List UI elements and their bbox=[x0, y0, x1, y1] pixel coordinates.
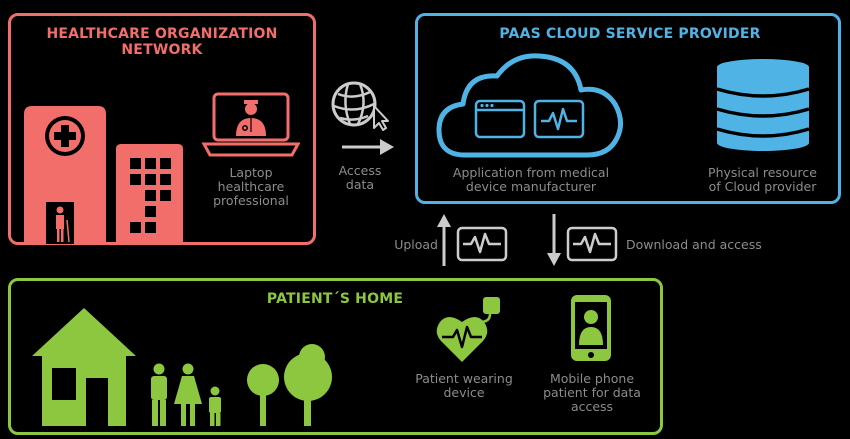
globe-cursor-icon bbox=[331, 81, 389, 131]
phone-label-line1: Mobile phone bbox=[549, 371, 635, 386]
resource-label-line1: Physical resource bbox=[708, 165, 817, 180]
upload-arrow bbox=[437, 214, 451, 266]
tree-icon bbox=[284, 344, 332, 426]
device-label-line1: Patient wearing bbox=[415, 371, 513, 386]
healthcare-title-line1: HEALTHCARE ORGANIZATION bbox=[46, 26, 278, 42]
ecg-window-icon bbox=[533, 99, 585, 139]
access-label-line2: data bbox=[345, 177, 375, 192]
laptop-label: Laptop healthcare professional bbox=[195, 166, 307, 208]
resource-label: Physical resource of Cloud provider bbox=[690, 166, 835, 194]
cloud-provider-panel bbox=[415, 13, 841, 204]
phone-label: Mobile phone patient for data access bbox=[532, 372, 652, 414]
laptop-label-line3: professional bbox=[213, 193, 289, 208]
app-label-line2: device manufacturer bbox=[465, 179, 597, 194]
phone-label-line2: patient for data bbox=[543, 385, 641, 400]
patient-home-panel bbox=[8, 278, 663, 435]
heart-device-icon bbox=[436, 297, 500, 362]
family-icon bbox=[151, 363, 221, 426]
phone-label-line3: access bbox=[570, 399, 614, 414]
access-label-line1: Access bbox=[338, 163, 382, 178]
laptop-doctor-icon bbox=[201, 92, 301, 157]
download-label: Download and access bbox=[626, 237, 762, 252]
access-arrow bbox=[342, 139, 394, 155]
healthcare-title-line2: NETWORK bbox=[121, 42, 203, 58]
laptop-label-line1: Laptop bbox=[229, 165, 273, 180]
tree-icon bbox=[247, 364, 279, 426]
ecg-signal-icon bbox=[566, 226, 618, 262]
device-label: Patient wearing device bbox=[404, 372, 524, 400]
mobile-phone-icon bbox=[571, 295, 611, 361]
ecg-signal-icon bbox=[456, 226, 508, 262]
hospital-icon bbox=[24, 106, 183, 244]
upload-label: Upload bbox=[394, 237, 438, 252]
cloud-title: PAAS CLOUD SERVICE PROVIDER bbox=[499, 26, 761, 42]
cloud-icon bbox=[436, 53, 623, 158]
healthcare-title: HEALTHCARE ORGANIZATION NETWORK bbox=[20, 26, 304, 58]
database-icon bbox=[716, 59, 810, 151]
browser-window-icon bbox=[474, 99, 526, 139]
home-title: PATIENT´S HOME bbox=[266, 291, 404, 307]
device-label-line2: device bbox=[443, 385, 485, 400]
access-data-label: Access data bbox=[328, 164, 392, 192]
download-arrow bbox=[547, 214, 561, 266]
app-label: Application from medical device manufact… bbox=[436, 166, 626, 194]
app-label-line1: Application from medical bbox=[452, 165, 610, 180]
house-icon bbox=[32, 308, 136, 426]
laptop-label-line2: healthcare bbox=[217, 179, 285, 194]
resource-label-line2: of Cloud provider bbox=[708, 179, 817, 194]
